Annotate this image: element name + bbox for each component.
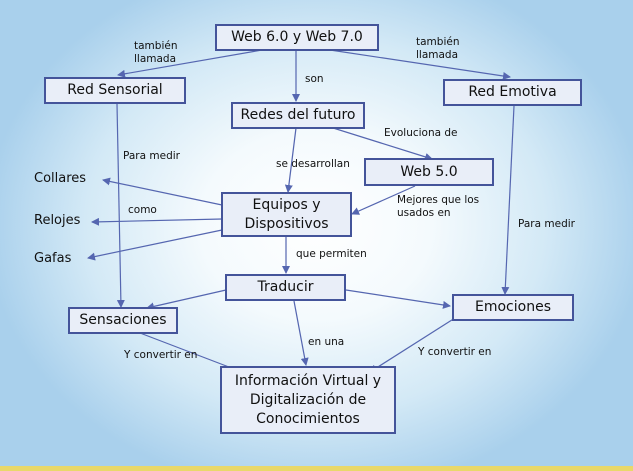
edge-traducir-emociones: [345, 289, 451, 309]
edge-redesfuturo-equipos: [284, 127, 297, 193]
label-para-medir-right: Para medir: [518, 218, 575, 230]
edge-web67-redsensorial: [117, 49, 263, 78]
edge-equipos-relojes: [91, 217, 223, 226]
node-redes-futuro: Redes del futuro: [231, 102, 365, 129]
edge-sensaciones-informacion: [139, 332, 243, 374]
label-se-desarrollan: se desarrollan: [276, 158, 350, 170]
label-tambien-right: también llamada: [416, 36, 460, 61]
edge-emociones-informacion: [369, 317, 456, 373]
label-que-permiten: que permiten: [296, 248, 367, 260]
label-convertir-left: Y convertir en: [124, 349, 198, 361]
node-web67: Web 6.0 y Web 7.0: [215, 24, 379, 51]
label-mejores: Mejores que los usados en: [397, 194, 480, 219]
edge-redemotiva-emociones: [501, 105, 515, 295]
edge-web67-redemotiva: [329, 49, 511, 80]
node-informacion: Información Virtual y Digitalización de …: [220, 366, 396, 434]
node-equipos: Equipos y Dispositivos: [221, 192, 352, 237]
edge-traducir-informacion: [293, 300, 309, 366]
label-en-una: en una: [308, 336, 345, 348]
edge-equipos-collares: [102, 177, 223, 206]
label-convertir-right: Y convertir en: [418, 346, 492, 358]
edge-web5-equipos: [351, 185, 416, 215]
node-web5: Web 5.0: [364, 158, 494, 186]
label-tambien-left: también llamada: [134, 40, 178, 65]
edge-redsensorial-sensaciones: [116, 103, 125, 308]
node-red-emotiva: Red Emotiva: [443, 79, 582, 106]
bottom-accent-bar: [0, 466, 633, 471]
node-sensaciones: Sensaciones: [68, 307, 178, 334]
edge-traducir-sensaciones: [146, 289, 227, 311]
item-gafas: Gafas: [34, 251, 72, 266]
edge-redesfuturo-web5: [329, 126, 433, 161]
label-evoluciona: Evoluciona de: [384, 127, 458, 139]
node-red-sensorial: Red Sensorial: [44, 77, 186, 104]
label-como: como: [128, 204, 157, 216]
node-emociones: Emociones: [452, 294, 574, 321]
edge-equipos-gafas: [87, 229, 223, 261]
item-collares: Collares: [34, 171, 87, 186]
label-para-medir-left: Para medir: [123, 150, 180, 162]
node-traducir: Traducir: [225, 274, 346, 301]
item-relojes: Relojes: [34, 213, 81, 228]
label-son: son: [305, 73, 324, 85]
